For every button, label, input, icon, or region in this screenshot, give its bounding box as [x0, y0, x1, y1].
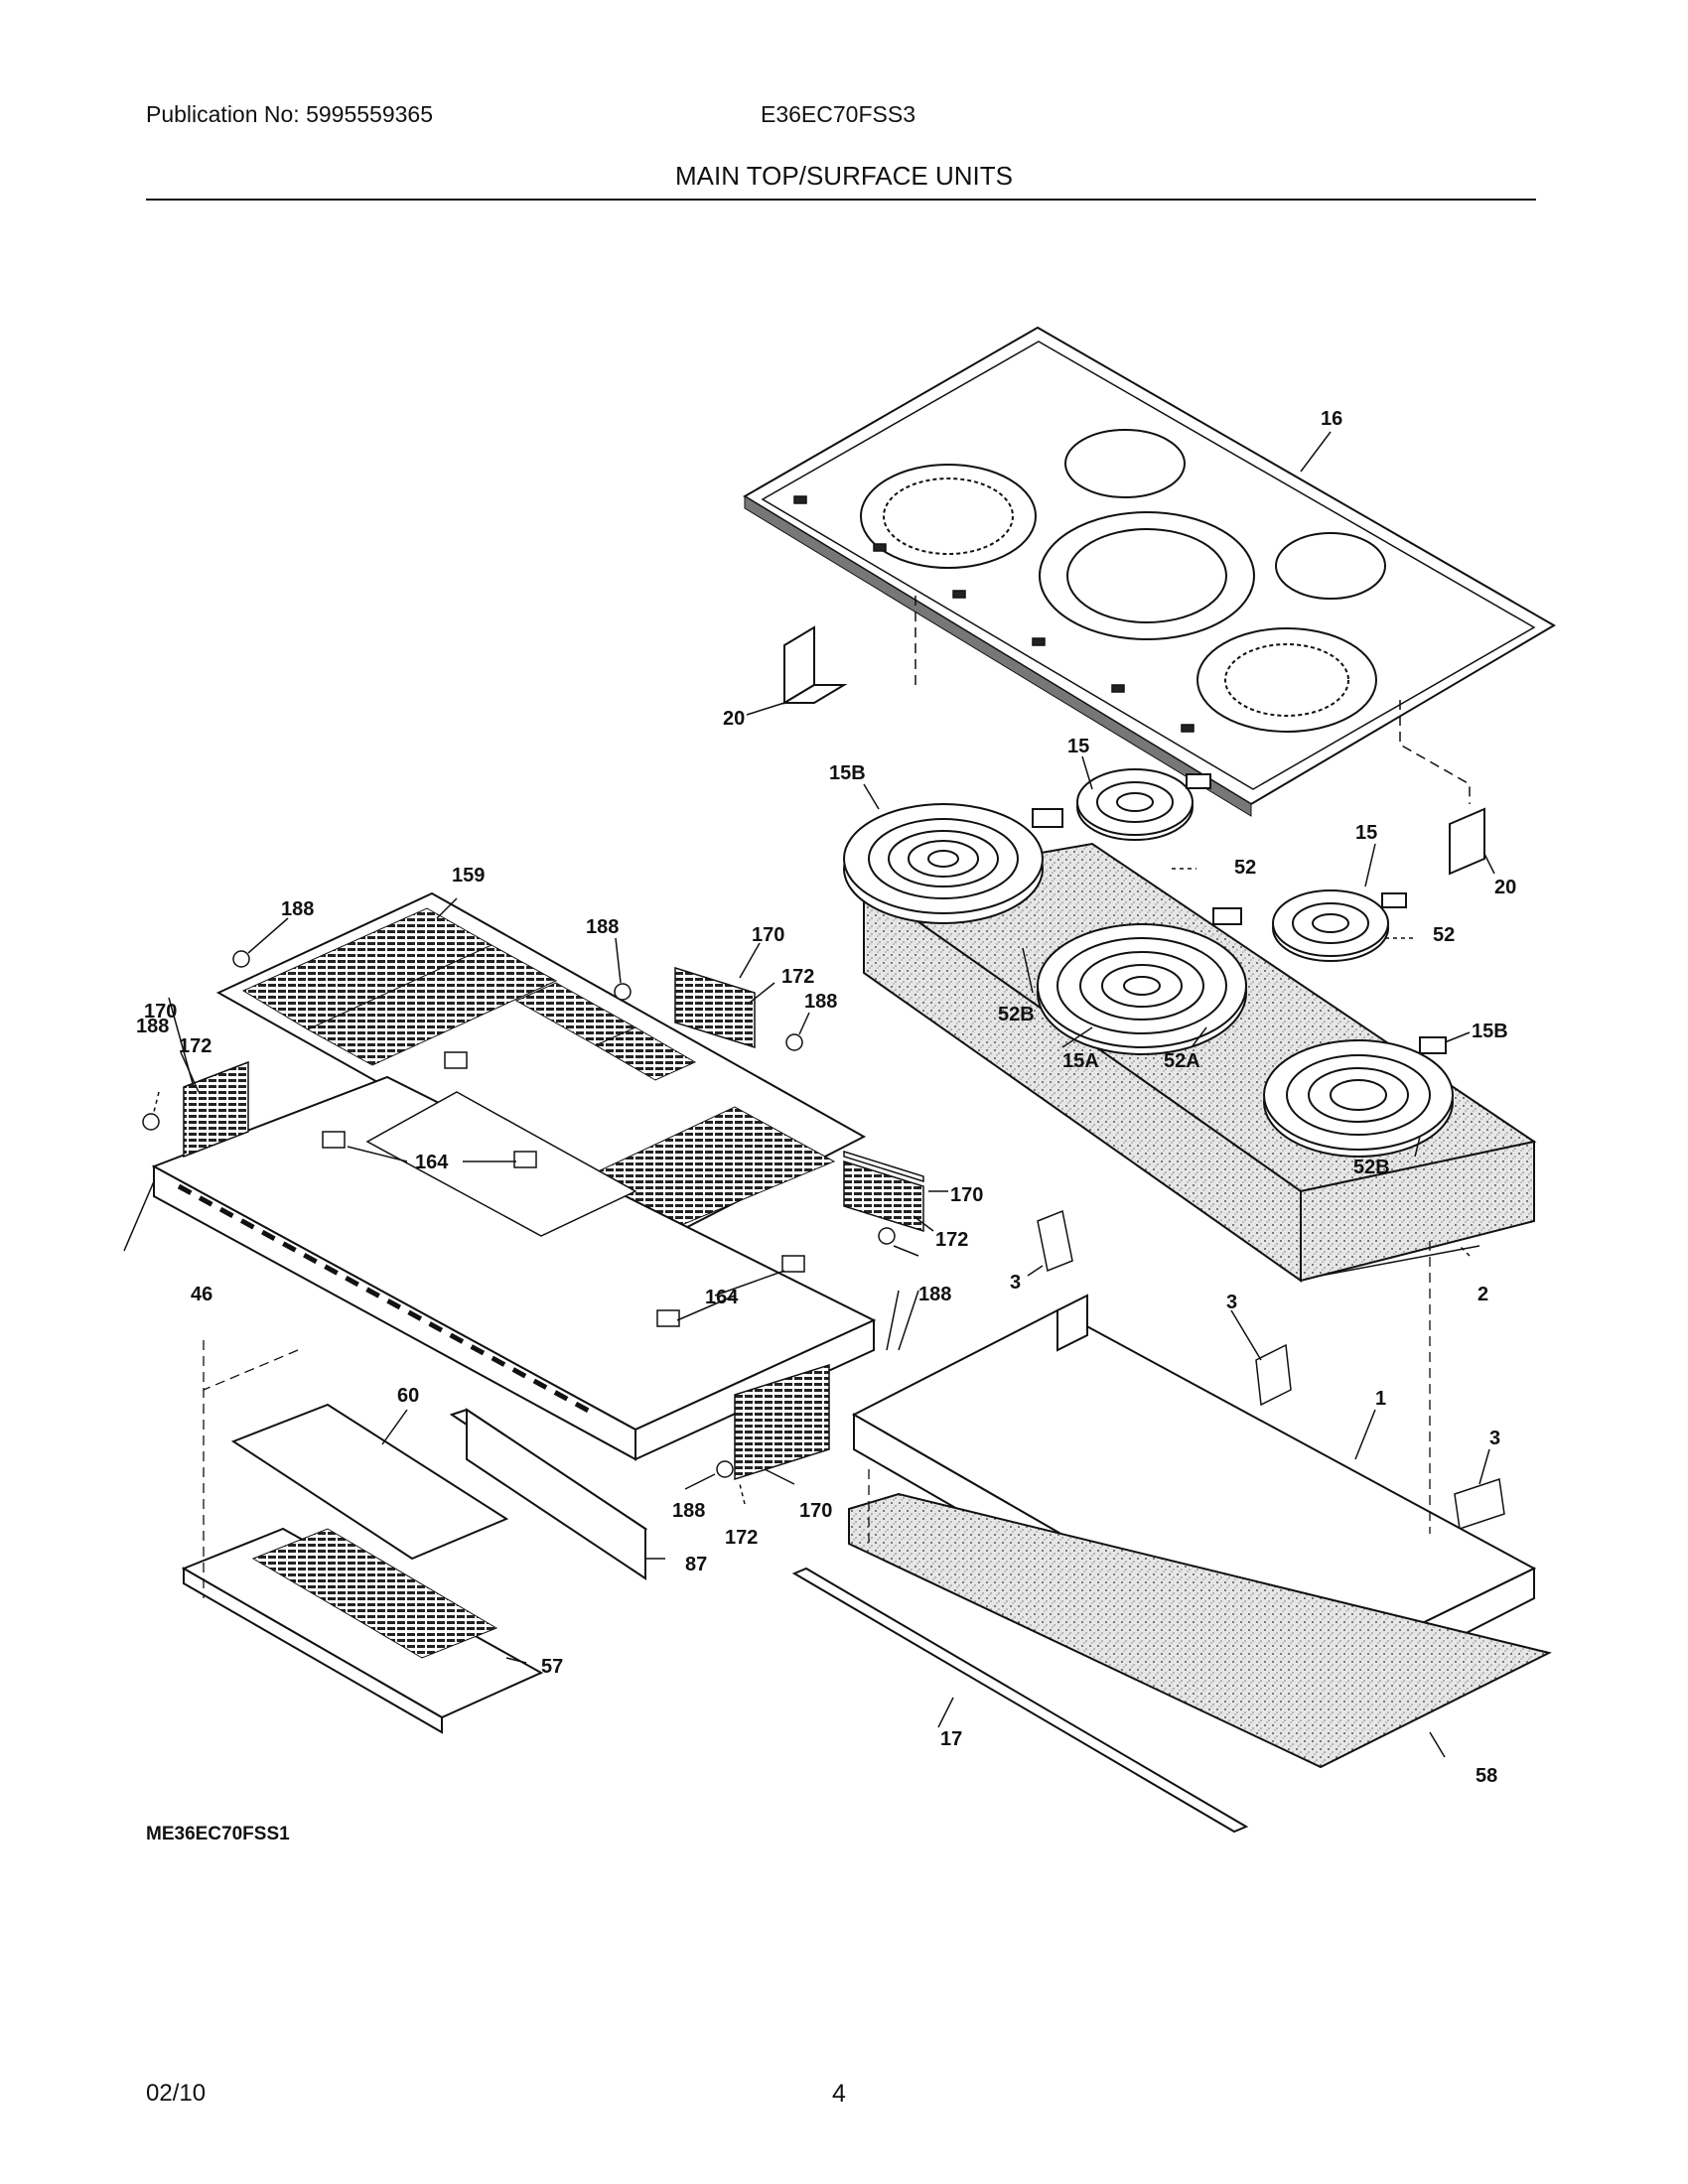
surface-element-15B-right [1263, 1036, 1454, 1158]
publication-number: Publication No: 5995559365 [146, 101, 434, 127]
callout-52-right: 52 [1433, 924, 1455, 946]
revision-date: 02/10 [146, 2080, 207, 2107]
callout-52A: 52A [1164, 1050, 1200, 1072]
surface-element-15-top [1076, 768, 1211, 841]
section-title: MAIN TOP/SURFACE UNITS [675, 161, 1013, 191]
panel-part-87 [449, 1408, 648, 1580]
callout-159: 159 [452, 865, 485, 887]
callout-170-a: 170 [752, 924, 784, 946]
page-number: 4 [832, 2080, 846, 2108]
callout-52B-top: 52B [998, 1004, 1035, 1025]
callout-164-b: 164 [705, 1287, 739, 1308]
callout-188-a: 188 [281, 898, 314, 920]
plate-part-60 [230, 1403, 509, 1561]
callout-172-a: 172 [781, 966, 814, 988]
callout-20-right: 20 [1494, 877, 1516, 898]
fasteners-188 [142, 950, 896, 1478]
glass-cooktop-part-16 [743, 326, 1556, 817]
callout-15B-left: 15B [829, 762, 866, 784]
callout-60: 60 [397, 1385, 419, 1407]
header-rule [146, 199, 1536, 201]
model-number: E36EC70FSS3 [761, 101, 915, 127]
surface-element-15B-left [843, 803, 1063, 924]
callout-52-top: 52 [1234, 857, 1256, 879]
callout-3-b: 3 [1226, 1292, 1237, 1313]
callout-3-c: 3 [1489, 1428, 1500, 1449]
callout-52B-bottom: 52B [1353, 1157, 1390, 1178]
brackets-164 [322, 1051, 805, 1327]
callout-170-b: 170 [144, 1001, 177, 1023]
rail-part-17 [791, 1567, 1249, 1834]
callout-170-d: 170 [799, 1500, 832, 1522]
surface-element-15A [1037, 907, 1247, 1055]
callout-15A: 15A [1062, 1050, 1099, 1072]
callout-3-a: 3 [1010, 1272, 1021, 1294]
surface-element-15-right [1272, 889, 1407, 962]
insulation-sheet-part-58 [848, 1492, 1552, 1769]
diagram-reference-code: ME36EC70FSS1 [146, 1824, 290, 1844]
callout-15-right: 15 [1355, 822, 1377, 844]
callout-87: 87 [685, 1554, 707, 1575]
callout-labels: 16 20 20 15 15 15B 15B 15A 52 52 52B 52B… [136, 408, 1516, 1787]
callout-172-d: 172 [725, 1527, 758, 1549]
callout-15-top: 15 [1067, 736, 1089, 757]
callout-188-f: 188 [672, 1500, 705, 1522]
callout-58: 58 [1476, 1765, 1497, 1787]
callout-2: 2 [1477, 1284, 1488, 1305]
filters-170-172 [183, 966, 924, 1481]
callout-15B-right: 15B [1472, 1021, 1508, 1042]
callout-172-b: 172 [179, 1035, 211, 1057]
callout-164-a: 164 [415, 1152, 449, 1173]
callout-1: 1 [1375, 1388, 1386, 1410]
base-pan-part-46 [123, 1075, 877, 1461]
callout-46: 46 [191, 1284, 212, 1305]
callout-20-left: 20 [723, 708, 745, 730]
callout-17: 17 [940, 1728, 962, 1750]
callout-16: 16 [1321, 408, 1342, 430]
callout-170-c: 170 [950, 1184, 983, 1206]
bracket-part-20-left [746, 625, 848, 716]
callout-57: 57 [541, 1656, 563, 1678]
assembly-lines [203, 1241, 1431, 1598]
leader-lines [153, 431, 1490, 1758]
callout-172-c: 172 [935, 1229, 968, 1251]
tray-part-57 [181, 1527, 544, 1734]
callout-188-e: 188 [918, 1284, 951, 1305]
callout-188-c: 188 [804, 991, 837, 1013]
bracket-part-20-right [1449, 807, 1495, 876]
callout-188-d: 188 [136, 1016, 169, 1037]
brackets-part-3 [1037, 1209, 1505, 1530]
callout-188-b: 188 [586, 916, 619, 938]
